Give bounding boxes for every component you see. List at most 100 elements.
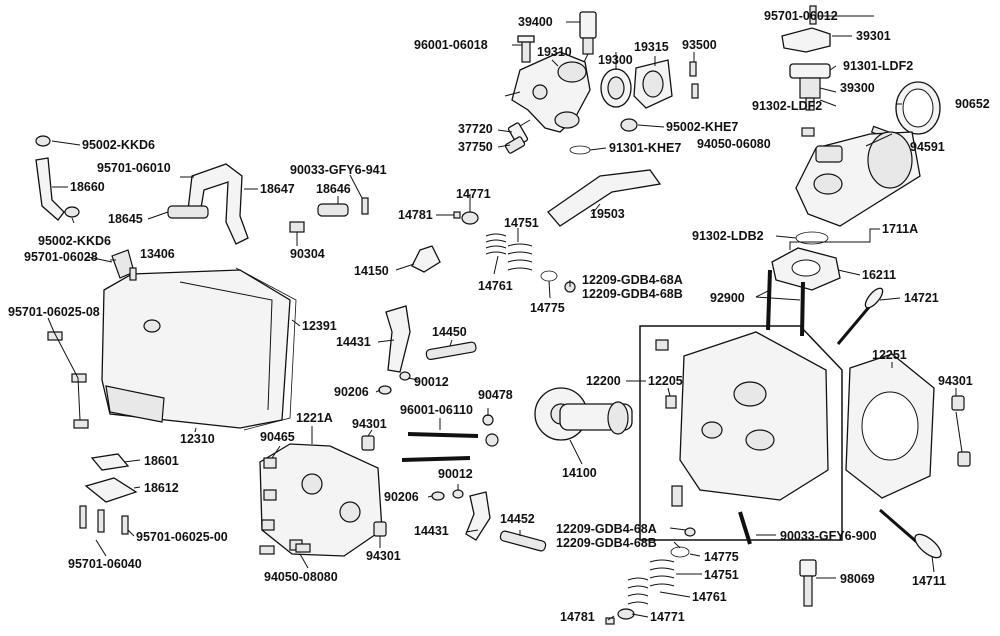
coolant-hose-19503 [547, 169, 662, 227]
bolts-95701-06025-08 [47, 331, 89, 429]
screw-94050-06080 [801, 127, 815, 137]
thermostat-19300 [600, 68, 632, 108]
label-12205: 12205 [648, 374, 683, 388]
label-94301-bottom: 94301 [366, 549, 401, 563]
label-94050-06080: 94050-06080 [697, 137, 771, 151]
label-96001-06018: 96001-06018 [414, 38, 488, 52]
washer-90206-a [378, 385, 392, 395]
spring-14761-a [485, 233, 507, 255]
label-90012-bottom: 90012 [438, 467, 473, 481]
leader-lines [47, 15, 963, 621]
spring-14761-b [627, 577, 649, 605]
label-14431-bottom: 14431 [414, 524, 449, 538]
injector-39300 [789, 63, 831, 111]
rocker-arm-14431-b [465, 491, 491, 541]
retainer-14771-a [461, 211, 479, 225]
clamp-90652 [895, 81, 941, 135]
bolts-96001-06110 [401, 432, 479, 462]
label-95002-kkd6-bottom: 95002-KKD6 [38, 234, 111, 248]
bolts-95701-06025-00 [121, 515, 129, 535]
temp-sensor-39400 [579, 11, 597, 63]
rocker-holder-1221a [259, 443, 383, 557]
label-91302-ldf2: 91302-LDF2 [752, 99, 823, 113]
valve-14721 [836, 287, 884, 345]
label-90012-top: 90012 [414, 375, 449, 389]
insulator-16211 [771, 247, 841, 291]
screw-95701-06012 [809, 5, 817, 25]
label-93500: 93500 [682, 38, 717, 52]
washer-90206-b [431, 491, 445, 501]
label-14761-bottom: 14761 [692, 590, 727, 604]
label-90465: 90465 [260, 430, 295, 444]
label-39400: 39400 [518, 15, 553, 29]
label-96001-06110: 96001-06110 [400, 403, 473, 417]
spring-14751-a [507, 243, 533, 271]
clip-95002-kkd6-b [64, 206, 80, 218]
label-14452: 14452 [500, 512, 535, 526]
spring-14751-b [649, 559, 675, 587]
label-95002-khe7: 95002-KHE7 [666, 120, 739, 134]
label-95002-kkd6-top: 95002-KKD6 [82, 138, 155, 152]
rocker-arm-14150 [411, 245, 441, 273]
keepers-14781-b [605, 617, 615, 625]
gasket-12391 [235, 267, 297, 431]
label-12200: 12200 [586, 374, 621, 388]
label-14775-top: 14775 [530, 301, 565, 315]
valve-14711 [879, 508, 942, 559]
label-94301-right: 94301 [938, 374, 973, 388]
screws-94050-08080 [259, 543, 311, 555]
label-12391: 12391 [302, 319, 337, 333]
intake-manifold-1711a [795, 131, 921, 227]
seat-14775-b [670, 546, 690, 558]
label-37720: 37720 [458, 122, 493, 136]
label-95701-06025-00: 95701-06025-00 [136, 530, 228, 544]
cover-18612 [84, 477, 138, 503]
head-gasket-12251 [845, 353, 935, 499]
gasket-18646 [317, 203, 349, 217]
studs-92900 [766, 269, 805, 337]
label-14771-top: 14771 [456, 187, 491, 201]
label-91301-ldf2: 91301-LDF2 [843, 59, 914, 73]
label-16211: 16211 [862, 268, 897, 282]
label-95701-06012: 95701-06012 [764, 9, 838, 23]
label-90206-top: 90206 [334, 385, 369, 399]
thermostat-housing-19310 [504, 51, 591, 133]
label-39301: 39301 [856, 29, 891, 43]
label-13406: 13406 [140, 247, 175, 261]
label-98069: 98069 [840, 572, 875, 586]
label-14150: 14150 [354, 264, 389, 278]
label-14781-top: 14781 [398, 208, 433, 222]
dowel-94301-b [373, 521, 387, 537]
oring-91301-khe7 [569, 145, 591, 155]
fuel-connector-39301 [781, 27, 831, 53]
label-19310: 19310 [537, 45, 572, 59]
label-90206-bottom: 90206 [384, 490, 419, 504]
label-90652: 90652 [955, 97, 990, 111]
label-19503: 19503 [590, 207, 625, 221]
sensor-37750 [504, 136, 526, 154]
cap-18601 [90, 453, 130, 471]
bolt-90033-gfy6-900 [738, 511, 752, 545]
label-19300: 19300 [598, 53, 633, 67]
clip-95002-kkd6-a [35, 135, 51, 147]
shaft-14450 [425, 341, 477, 361]
clip-90012-a [399, 371, 411, 381]
label-95701-06040: 95701-06040 [68, 557, 142, 571]
label-90033-gfy6-900: 90033-GFY6-900 [780, 529, 877, 543]
cylinder-head-12200 [679, 331, 829, 501]
bolts-93500 [689, 61, 699, 99]
retainer-14771-b [617, 608, 635, 620]
label-12209-gdb4-68b-top: 12209-GDB4-68B [582, 287, 683, 301]
label-90033-gfy6-941: 90033-GFY6-941 [290, 163, 387, 177]
bolt-96001-06018 [517, 35, 535, 63]
label-92900: 92900 [710, 291, 745, 305]
clip-95002-khe7 [620, 118, 638, 132]
rocker-arm-14431-a [385, 305, 411, 373]
label-91301-khe7: 91301-KHE7 [609, 141, 682, 155]
label-39300: 39300 [840, 81, 875, 95]
label-14771-bottom: 14771 [650, 610, 685, 624]
label-14775-bottom: 14775 [704, 550, 739, 564]
label-95701-06025-08: 95701-06025-08 [8, 305, 100, 319]
